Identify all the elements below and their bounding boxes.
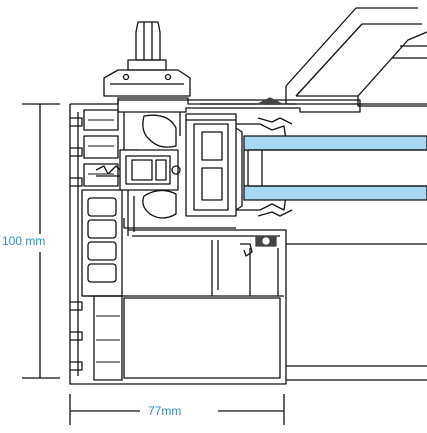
handle-knob (103, 21, 191, 97)
wall-reference-lines (286, 243, 427, 381)
width-dimension-label: 77mm (145, 404, 185, 418)
outer-frame (69, 97, 287, 385)
profile-ridges (88, 119, 120, 363)
height-dimension-lines (22, 103, 60, 379)
double-glazing-unit (243, 135, 427, 201)
upper-sash-outline (200, 7, 427, 107)
drainage-gasket (240, 97, 283, 257)
glazing-bead (235, 117, 293, 217)
height-dimension-label: 100 mm (2, 234, 46, 248)
width-dimension-lines (69, 394, 285, 425)
locking-block (95, 149, 181, 191)
